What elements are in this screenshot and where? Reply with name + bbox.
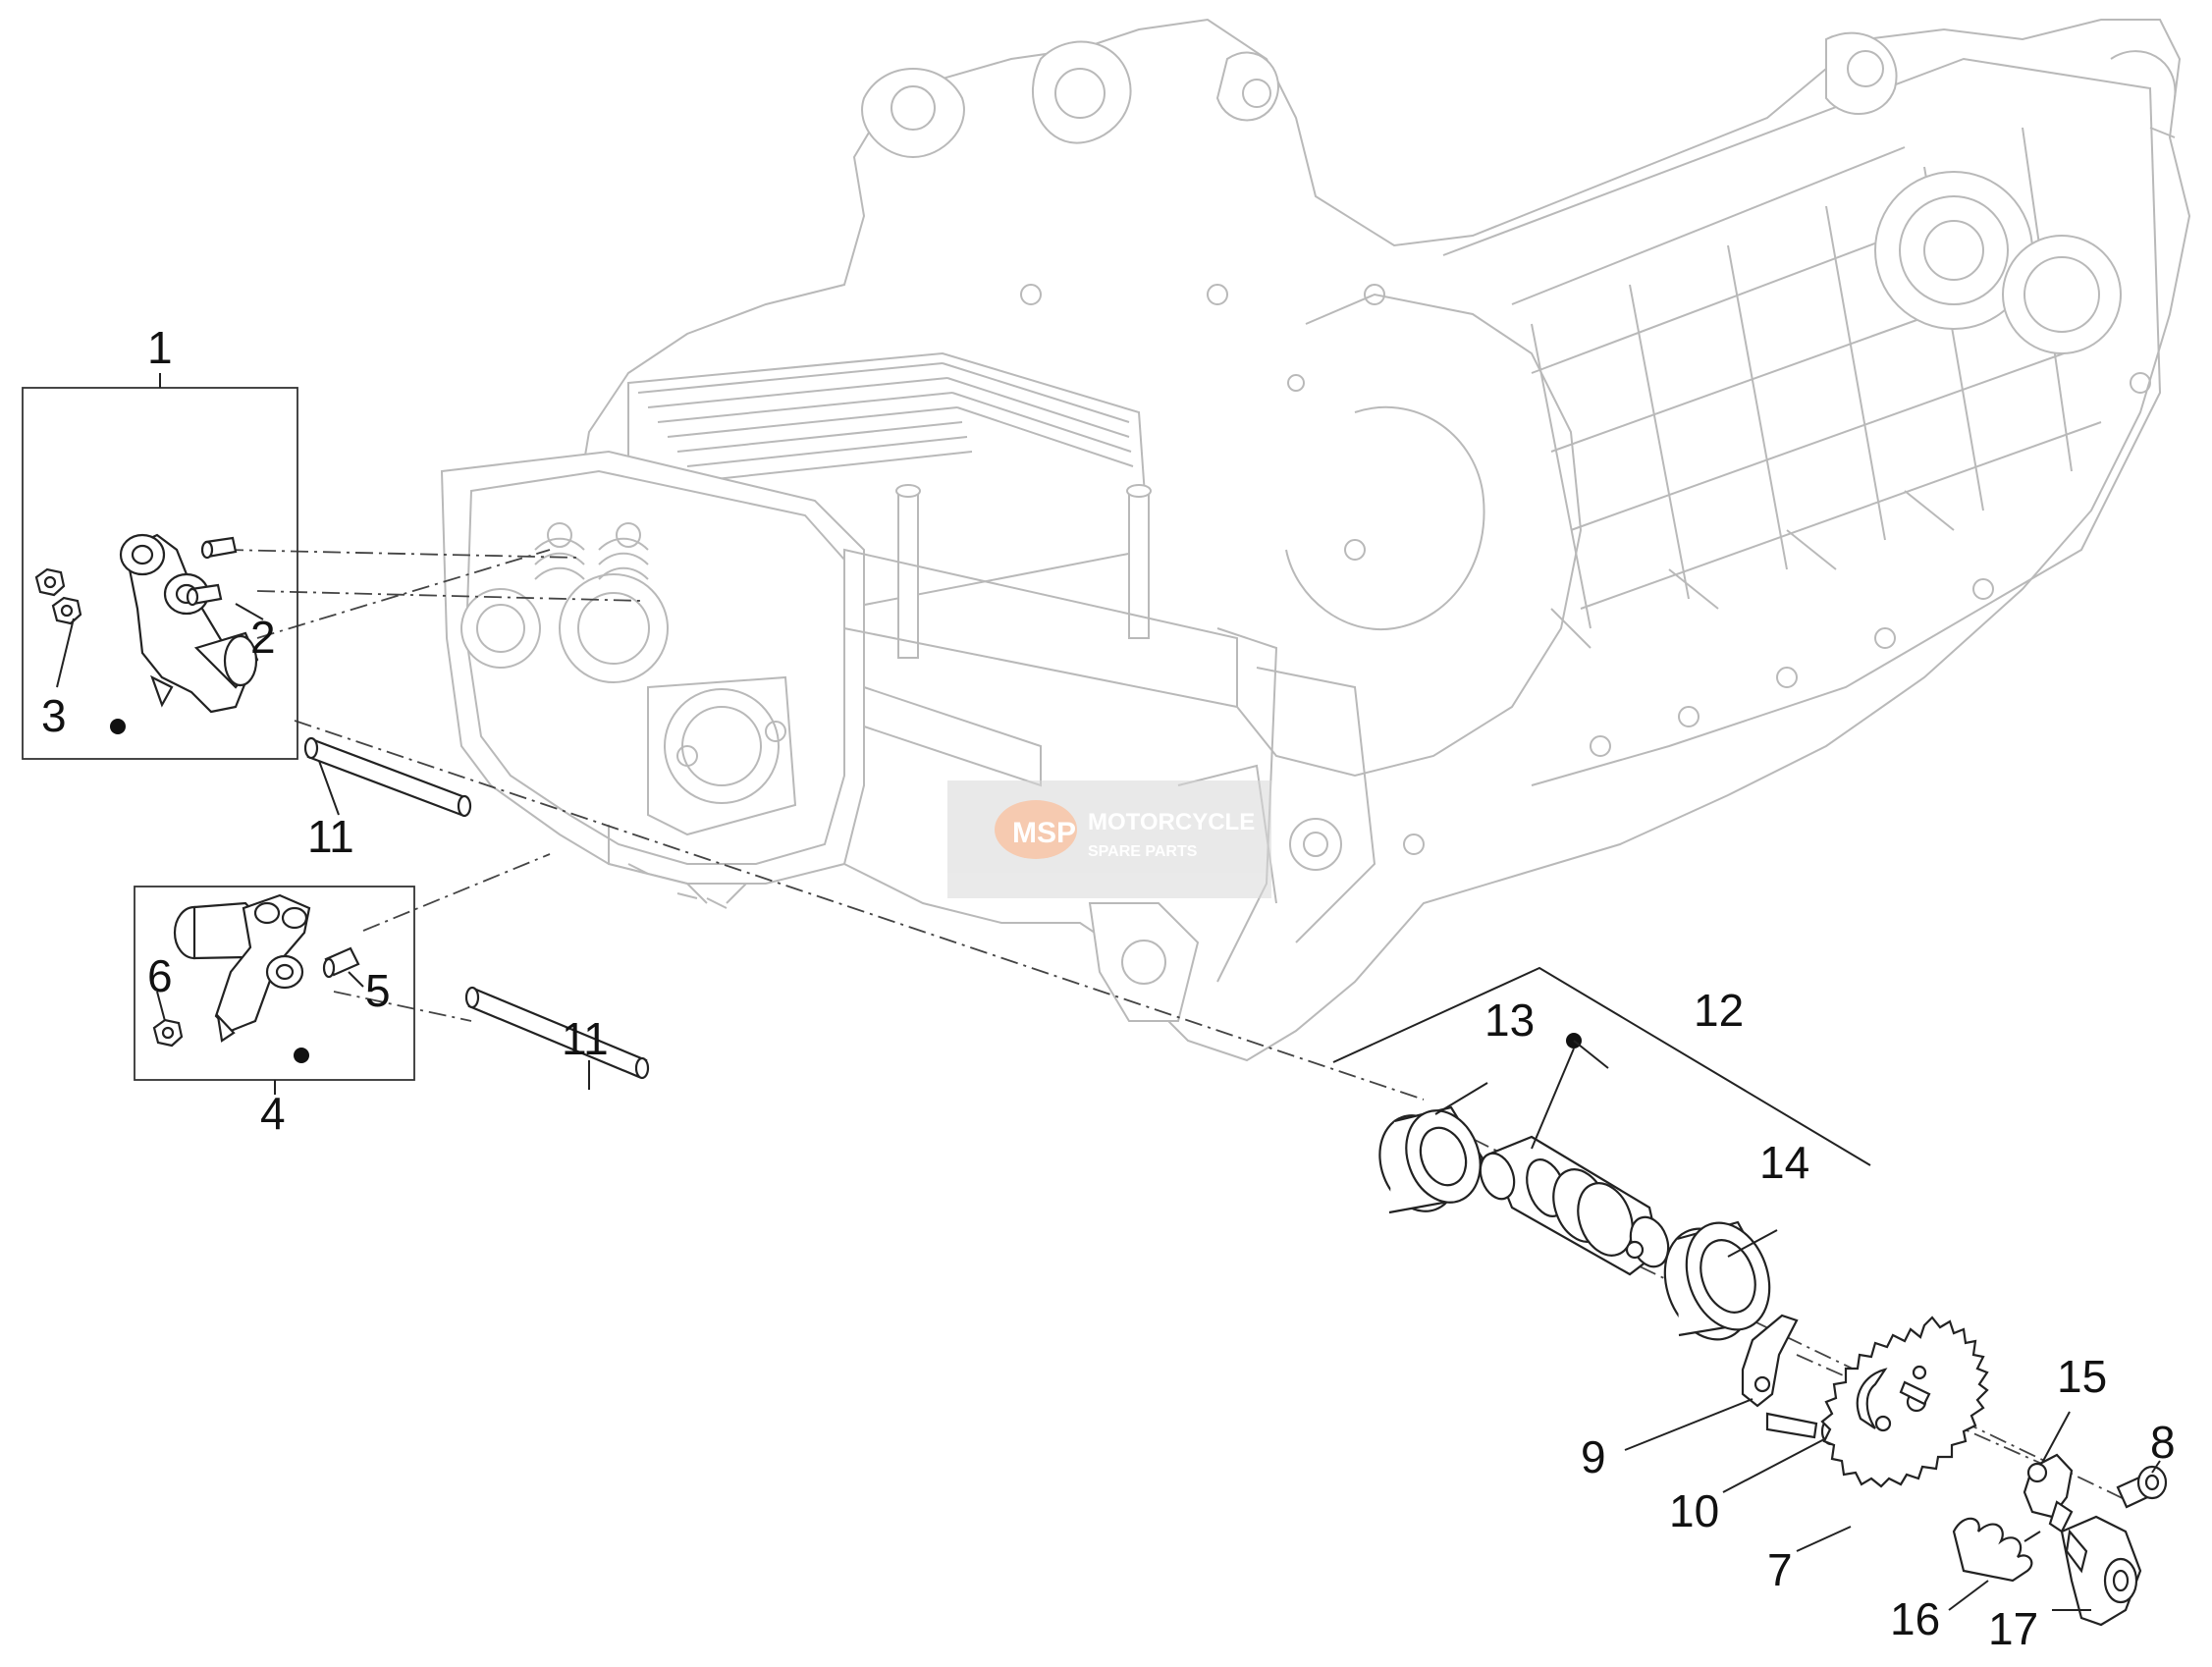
callout-12: 12 xyxy=(1694,985,1744,1036)
bolt-8 xyxy=(2116,1465,2168,1509)
callout-14: 14 xyxy=(1759,1137,1809,1188)
callout-15: 15 xyxy=(2057,1351,2107,1402)
callout-16: 16 xyxy=(1890,1593,1940,1644)
retaining-plate xyxy=(1741,1314,1799,1408)
callout-3: 3 xyxy=(41,690,67,741)
decompressor-bracket xyxy=(2023,1453,2074,1533)
callout-labels: 1 2 3 4 5 6 7 8 9 10 11 11 12 13 14 15 1… xyxy=(41,322,2176,1654)
callout-11-lower: 11 xyxy=(562,1013,609,1064)
marker-dot-1 xyxy=(110,719,126,734)
crankcase-outline xyxy=(440,18,2191,1062)
spring-16 xyxy=(1952,1517,2041,1583)
marker-dot-4 xyxy=(294,1048,309,1063)
camshaft-group-bracket xyxy=(1332,966,1871,1166)
callout-10: 10 xyxy=(1669,1485,1719,1536)
callout-13: 13 xyxy=(1484,995,1535,1046)
rocker-shaft-upper xyxy=(303,736,472,818)
watermark: MSP MOTORCYCLE SPARE PARTS xyxy=(947,780,1271,898)
leader-lines xyxy=(56,373,2161,1611)
watermark-line2: SPARE PARTS xyxy=(1088,843,1198,860)
callout-6: 6 xyxy=(147,950,173,1001)
callout-11-upper: 11 xyxy=(307,811,354,862)
callout-1: 1 xyxy=(147,322,173,373)
sprocket-gear xyxy=(1820,1316,1989,1488)
decompressor-weight xyxy=(2060,1515,2142,1627)
callout-17: 17 xyxy=(1988,1603,2038,1654)
rocker-arm-lower xyxy=(173,893,311,1043)
watermark-line1: MOTORCYCLE xyxy=(1088,809,1255,835)
callout-2: 2 xyxy=(250,612,276,663)
callout-8: 8 xyxy=(2150,1417,2176,1468)
callout-4: 4 xyxy=(260,1088,286,1139)
rocker-shaft-lower xyxy=(464,986,650,1080)
callout-7: 7 xyxy=(1767,1544,1793,1595)
adjusting-screw-upper xyxy=(186,536,238,607)
bearing-13 xyxy=(1378,1105,1484,1214)
nut-upper xyxy=(34,567,82,625)
nut-lower xyxy=(152,1018,184,1048)
camshaft xyxy=(1479,1135,1670,1276)
watermark-badge: MSP xyxy=(1012,817,1076,849)
callout-5: 5 xyxy=(365,965,391,1016)
rocker-arm-upper xyxy=(119,533,259,714)
callout-9: 9 xyxy=(1581,1431,1606,1482)
adjusting-screw-lower xyxy=(322,946,360,979)
